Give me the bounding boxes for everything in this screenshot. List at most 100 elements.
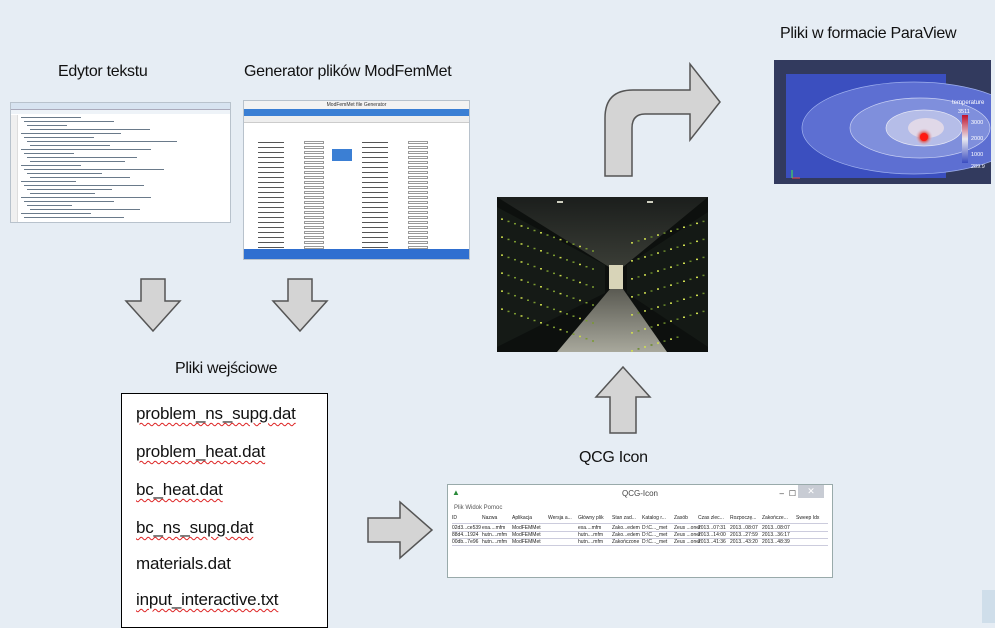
generator-field-input[interactable] bbox=[408, 176, 428, 179]
qcg-table-cell[interactable]: 88d4...1924 bbox=[452, 532, 479, 538]
qcg-column-header[interactable]: Rozpoczę... bbox=[730, 515, 757, 521]
server-led bbox=[702, 310, 705, 313]
page-scrollbar[interactable] bbox=[982, 590, 995, 623]
generator-field-input[interactable] bbox=[408, 226, 428, 229]
qcg-table-cell[interactable]: Zeus ...onet bbox=[674, 539, 701, 545]
qcg-table-cell[interactable]: 00db...7e96 bbox=[452, 539, 479, 545]
qcg-table-cell[interactable]: D:\C..._met bbox=[642, 532, 668, 538]
server-led bbox=[670, 248, 672, 250]
generator-field-input[interactable] bbox=[304, 231, 324, 234]
generator-field-input[interactable] bbox=[408, 151, 428, 154]
server-led bbox=[540, 304, 542, 306]
qcg-table-cell[interactable]: Zako...edem bbox=[612, 532, 640, 538]
qcg-table-cell[interactable]: ModFEMMet bbox=[512, 532, 541, 538]
generator-field-input[interactable] bbox=[408, 206, 428, 209]
generator-field-input[interactable] bbox=[408, 211, 428, 214]
generator-field-input[interactable] bbox=[304, 186, 324, 189]
generator-field-input[interactable] bbox=[304, 221, 324, 224]
generator-field-input[interactable] bbox=[408, 236, 428, 239]
qcg-column-header[interactable]: Czas zlec... bbox=[698, 515, 724, 521]
generator-field-input[interactable] bbox=[408, 221, 428, 224]
qcg-column-header[interactable]: Aplikacja bbox=[512, 515, 533, 521]
generator-field-input[interactable] bbox=[408, 231, 428, 234]
generator-field-input[interactable] bbox=[304, 146, 324, 149]
qcg-table-cell[interactable]: hutn....mfm bbox=[578, 539, 604, 545]
qcg-table-cell[interactable]: Zakończone bbox=[612, 539, 640, 545]
qcg-table-cell[interactable]: exa....mfm bbox=[482, 525, 506, 531]
qcg-table-cell[interactable]: 2013...43:20 bbox=[730, 539, 758, 545]
generator-field-input[interactable] bbox=[408, 171, 428, 174]
server-led bbox=[683, 298, 685, 300]
qcg-table-cell[interactable]: 2013...41:36 bbox=[698, 539, 726, 545]
generator-field-input[interactable] bbox=[408, 146, 428, 149]
generator-field-input[interactable] bbox=[408, 186, 428, 189]
generator-field-input[interactable] bbox=[304, 151, 324, 154]
qcg-table-cell[interactable]: D:\C..._met bbox=[642, 539, 668, 545]
generator-field-input[interactable] bbox=[304, 181, 324, 184]
qcg-table-cell[interactable]: 2013...14:00 bbox=[698, 532, 726, 538]
generator-field-input[interactable] bbox=[304, 196, 324, 199]
qcg-table-cell[interactable]: ModFEMMet bbox=[512, 525, 541, 531]
generator-field-input[interactable] bbox=[304, 241, 324, 244]
generator-field-input[interactable] bbox=[408, 241, 428, 244]
qcg-column-header[interactable]: Sweep Idx bbox=[796, 515, 820, 521]
qcg-table-cell[interactable]: 2013...27:59 bbox=[730, 532, 758, 538]
server-led bbox=[572, 333, 575, 335]
generator-field-input[interactable] bbox=[408, 166, 428, 169]
generator-field-input[interactable] bbox=[304, 171, 324, 174]
generator-field-input[interactable] bbox=[408, 191, 428, 194]
generator-field-input[interactable] bbox=[408, 161, 428, 164]
generator-field-input[interactable] bbox=[304, 156, 324, 159]
generator-field-input[interactable] bbox=[304, 211, 324, 214]
qcg-column-header[interactable]: ID bbox=[452, 515, 457, 521]
qcg-table-cell[interactable]: hutn....mfm bbox=[578, 532, 604, 538]
qcg-column-header[interactable]: Główny plik bbox=[578, 515, 604, 521]
generator-field-input[interactable] bbox=[304, 191, 324, 194]
qcg-column-header[interactable]: Stan zad... bbox=[612, 515, 636, 521]
qcg-table-cell[interactable]: Zeus ...onet bbox=[674, 525, 701, 531]
generator-field-input[interactable] bbox=[408, 246, 428, 249]
minimize-button[interactable]: – bbox=[779, 489, 784, 498]
generator-field-input[interactable] bbox=[304, 141, 324, 144]
qcg-table-cell[interactable]: ModFEMMet bbox=[512, 539, 541, 545]
generator-form-row bbox=[258, 216, 348, 219]
generator-field-input[interactable] bbox=[304, 161, 324, 164]
qcg-column-header[interactable]: Katalog r... bbox=[642, 515, 666, 521]
qcg-menubar[interactable]: Plik Widok Pomoc bbox=[454, 505, 503, 511]
generator-screenshot: ModFemMet file Generator bbox=[243, 100, 470, 260]
generator-field-input[interactable] bbox=[408, 196, 428, 199]
close-button[interactable]: ✕ bbox=[798, 485, 824, 498]
generator-field-input[interactable] bbox=[408, 141, 428, 144]
qcg-table-cell[interactable]: hutn....mfm bbox=[482, 532, 508, 538]
maximize-button[interactable]: ☐ bbox=[788, 489, 796, 498]
generator-field-input[interactable] bbox=[304, 206, 324, 209]
generator-field-input[interactable] bbox=[408, 181, 428, 184]
qcg-table-cell[interactable]: 02d3...ce539 bbox=[452, 525, 481, 531]
server-led bbox=[650, 290, 653, 292]
generator-field-input[interactable] bbox=[408, 216, 428, 219]
qcg-table-cell[interactable]: 2013...48:39 bbox=[762, 539, 790, 545]
generator-field-input[interactable] bbox=[304, 236, 324, 239]
qcg-table-cell[interactable]: Zako...edem bbox=[612, 525, 640, 531]
qcg-table-cell[interactable]: 2013...08:07 bbox=[762, 525, 790, 531]
generator-field-input[interactable] bbox=[304, 216, 324, 219]
server-led bbox=[689, 260, 692, 263]
qcg-table-cell[interactable]: 2013...08:07 bbox=[730, 525, 758, 531]
generator-field-input[interactable] bbox=[304, 246, 324, 249]
qcg-column-header[interactable]: Nazwa bbox=[482, 515, 498, 521]
generator-field-input[interactable] bbox=[304, 176, 324, 179]
qcg-column-header[interactable]: Zasób bbox=[674, 515, 688, 521]
qcg-table-cell[interactable]: hutn....mfm bbox=[482, 539, 508, 545]
qcg-table-cell[interactable]: exa....mfm bbox=[578, 525, 602, 531]
qcg-table-cell[interactable]: Zeus ...onet bbox=[674, 532, 701, 538]
generator-field-input[interactable] bbox=[304, 201, 324, 204]
qcg-table-cell[interactable]: D:\C..._met bbox=[642, 525, 668, 531]
generator-field-input[interactable] bbox=[304, 226, 324, 229]
qcg-column-header[interactable]: Zakończe... bbox=[762, 515, 788, 521]
qcg-table-cell[interactable]: 2013...07:31 bbox=[698, 525, 726, 531]
qcg-column-header[interactable]: Wersja a... bbox=[548, 515, 572, 521]
generator-field-input[interactable] bbox=[408, 156, 428, 159]
generator-field-input[interactable] bbox=[408, 201, 428, 204]
generator-field-input[interactable] bbox=[304, 166, 324, 169]
qcg-table-cell[interactable]: 2013...36:17 bbox=[762, 532, 790, 538]
